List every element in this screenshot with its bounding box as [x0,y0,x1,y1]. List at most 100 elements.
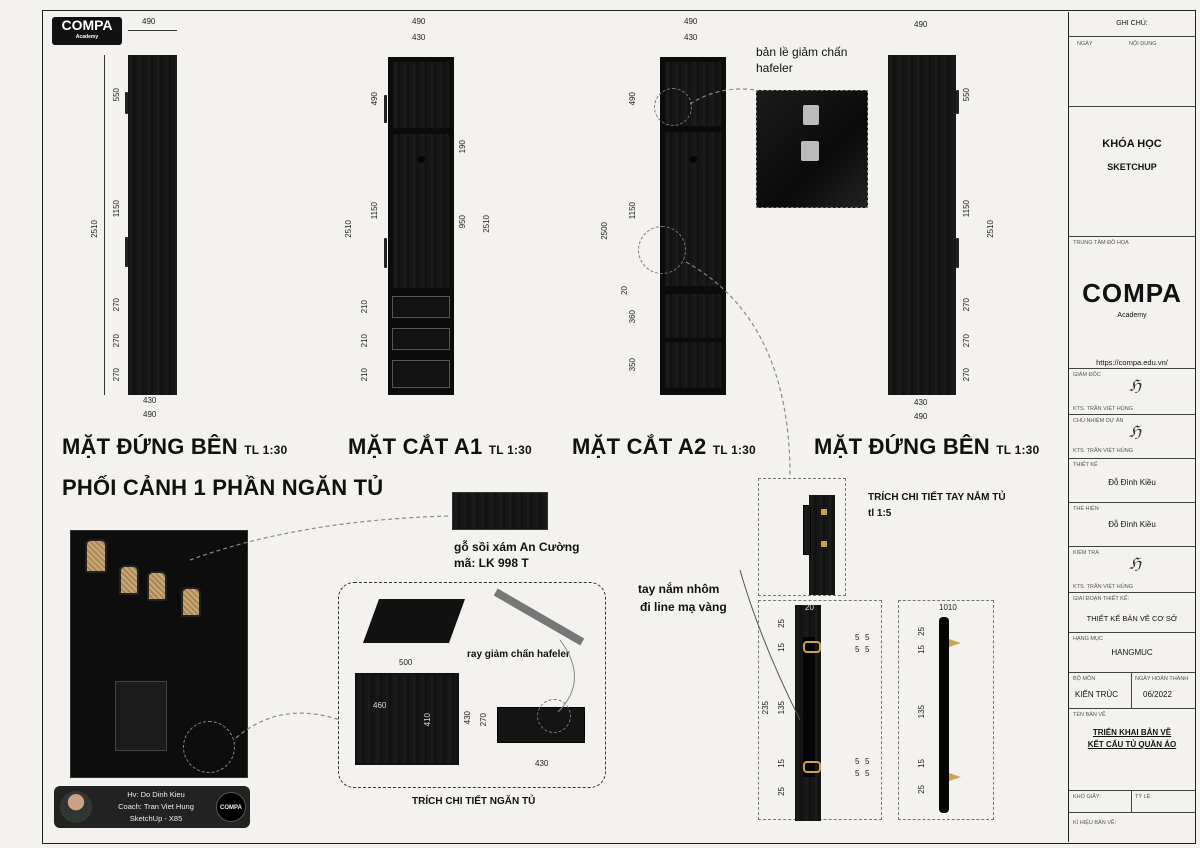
tb-kiemtra: KIỂM TRA [1073,550,1099,556]
cabinet-side-panel [888,55,956,395]
tb-tenbanve: TÊN BẢN VẼ [1073,712,1106,718]
tb-divider [1069,458,1195,459]
handle-mark [125,237,128,267]
dim-a2-h490: 490 [628,92,637,106]
tb-thuchien: THỂ HIỆN [1073,506,1099,512]
dim-h550: 550 [112,88,121,102]
view-title: MẶT ĐỨNG BÊN TL 1:30 [814,434,1039,460]
dim-side-25: 25 [917,627,926,636]
tb-tyle: TỶ LỆ: [1135,794,1152,800]
dim-handle-20: 20 [805,603,814,612]
tb-chunhiem: CHỦ NHIỆM DỰ ÁN [1073,418,1124,424]
dim-line [128,30,177,31]
dim-top-width: 490 [142,17,156,26]
signature-icon: ℌ [1129,376,1142,395]
tb-divider [1069,790,1195,791]
badge-text: COMPA [220,805,242,811]
gold-line-icon [803,641,821,653]
dim-bottom-430: 430 [143,396,157,405]
tb-noidung: NỘI DUNG [1129,41,1157,47]
dim-right-h270: 270 [962,334,971,348]
dim-right-h270: 270 [962,298,971,312]
tb-logo-text: COMPA [1082,278,1182,308]
dim-bottom-490: 490 [143,410,157,419]
handle-bar-icon [803,637,815,777]
dim-a2-h2500: 2500 [600,222,609,240]
dim-handle-5: 5 [865,633,870,642]
dim-handle-25b: 25 [777,787,786,796]
tb-kihieu: KÍ HIỆU BẢN VẼ: [1073,820,1117,826]
tb-thietke-val: Đỗ Đình Kiều [1108,478,1156,487]
tb-thietke: THIẾT KẾ [1073,462,1098,468]
drawer-callout-circle [183,721,235,773]
section-a1-upper-door [393,62,449,128]
gold-line-icon [949,639,961,647]
handle-callout-circle [638,226,686,274]
drawer-detail-label: TRÍCH CHI TIẾT NGĂN TỦ [412,796,536,807]
dim-right-490b: 490 [914,412,928,421]
tb-divider [1069,36,1195,37]
dim-handle-15b: 15 [777,759,786,768]
tb-kts2: KTS. TRẦN VIỆT HÙNG [1073,448,1134,454]
avatar [60,791,92,823]
tb-ngay: NGÀY [1077,41,1093,47]
rattan-panel-icon [85,539,107,573]
material-label: gỗ sồi xám An Cường [454,540,580,554]
dim-handle-5: 5 [855,633,860,642]
tb-tenbanve-val2: KẾT CẤU TỦ QUẦN ÁO [1087,740,1177,749]
rail-label: ray giảm chấn hafeler [467,649,570,660]
tb-khogiay: KHỔ GIẤY: [1073,794,1101,800]
handle-mark [125,92,128,114]
dim-a1-h210: 210 [360,300,369,314]
tb-vline [1131,672,1132,708]
handle-mark [956,90,959,114]
gold-line-icon [803,761,821,773]
drawer-detail-box: ray giảm chấn hafeler 500 460 410 430 27… [338,582,606,788]
dim-side-1010: 1010 [939,603,957,612]
tb-divider [1069,672,1195,673]
compa-badge-icon: COMPA [216,792,246,822]
dim-a2-h20: 20 [620,286,629,295]
dim-a1-h490: 490 [370,92,379,106]
dim-right-430: 430 [914,398,928,407]
handle-mark [384,95,387,123]
view-title: MẶT CẮT A2 TL 1:30 [572,434,756,460]
dim-a1-h950: 950 [458,215,467,229]
drawer-front [392,360,450,388]
dim-a1-h210: 210 [360,334,369,348]
dim-handle-5: 5 [865,757,870,766]
tb-divider [1069,368,1195,369]
dim-a1-h210: 210 [360,368,369,382]
dim-line-vertical [104,55,105,395]
dim-h270: 270 [112,298,121,312]
dim-drawer-500: 500 [399,658,413,667]
tb-bomon-val: KIẾN TRÚC [1075,690,1118,699]
dim-drawer-430: 430 [463,711,472,725]
dim-h1150: 1150 [112,200,121,218]
tb-kts3: KTS. TRẦN VIỆT HÙNG [1073,584,1134,590]
gold-line-icon [821,541,827,547]
section-a2-bottom [665,342,721,388]
handle-mark [956,238,959,268]
dim-a1-430: 430 [412,33,426,42]
signature-icon: ℌ [1129,554,1142,573]
tb-bomon: BỘ MÔN [1073,676,1096,682]
tb-giaidoan: GIAI ĐOẠN THIẾT KẾ: [1073,596,1130,602]
compa-logo-top: COMPA Academy [52,17,122,45]
title-block: GHI CHÚ: NGÀY NỘI DUNG KHÓA HỌC SKETCHUP… [1068,12,1195,842]
gold-line-icon [949,773,961,781]
dim-drawer-410: 410 [423,713,432,727]
view-scale: TL 1:30 [712,443,756,457]
tb-course2: SKETCHUP [1107,162,1157,172]
dim-drawer-460: 460 [373,701,387,710]
dim-side-25b: 25 [917,785,926,794]
tb-giamdoc: GIÁM ĐỐC [1073,372,1101,378]
hinge-plate-icon [801,141,819,161]
view-scale: TL 1:30 [996,443,1040,457]
dim-a1-h2510: 2510 [344,220,353,238]
signature-icon: ℌ [1129,422,1142,441]
tb-thuchien-val: Đỗ Đình Kiều [1108,520,1156,529]
view-title-text: MẶT ĐỨNG BÊN [814,434,990,459]
tb-hangmuc: HẠNG MỤC [1073,636,1103,642]
dim-handle-5: 5 [865,769,870,778]
